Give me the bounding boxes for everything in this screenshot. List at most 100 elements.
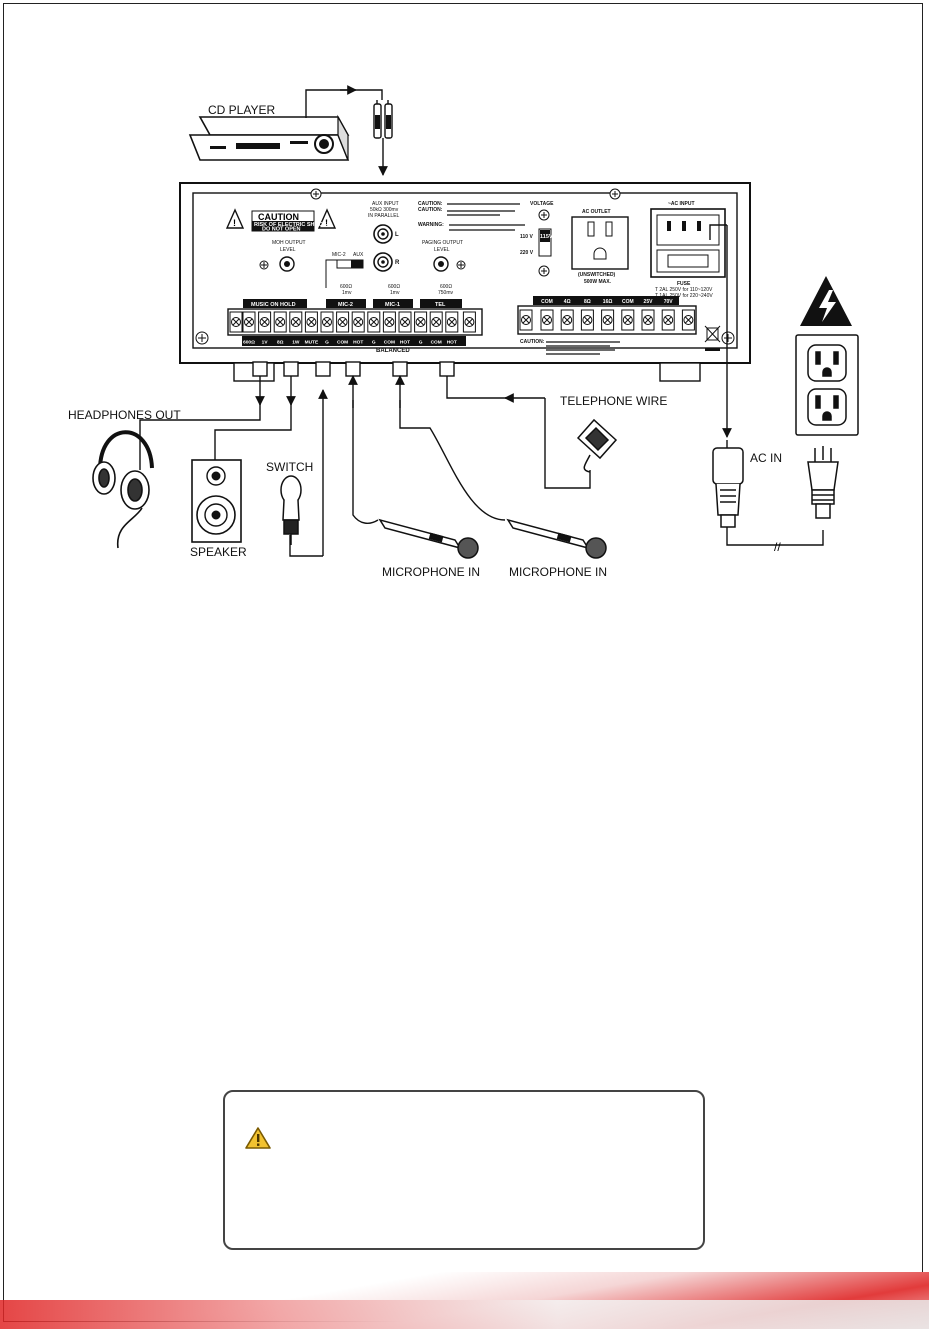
left-terminal-label: HOT <box>353 340 363 346</box>
cd-player-label: CD PLAYER <box>208 103 275 117</box>
microphone-in-label-2: MICROPHONE IN <box>509 565 607 579</box>
screw-icon <box>195 331 209 345</box>
terminal-group-labels: MUSIC ON HOLD MIC-2 MIC-1 TEL <box>243 299 462 308</box>
screw-terminal[interactable] <box>681 309 695 331</box>
ac-input-socket[interactable] <box>650 208 726 278</box>
speaker-terminal-label: 8Ω <box>584 299 591 305</box>
speaker-terminal-label: COM <box>622 299 634 305</box>
left-terminal-label: MUTE <box>305 340 319 346</box>
headphones-icon <box>92 430 154 549</box>
screw-icon <box>609 188 621 200</box>
mic2-aux-selector-switch[interactable] <box>336 259 364 269</box>
group-mic2-label: MIC-2 <box>338 302 353 308</box>
screw-icon <box>721 331 735 345</box>
screw-terminal[interactable] <box>445 311 459 333</box>
microphone-in-label-1: MICROPHONE IN <box>382 565 480 579</box>
switch-mic2-label: MIC-2 <box>332 252 346 258</box>
screw-terminal[interactable] <box>367 311 381 333</box>
voltage-220-label: 220 V <box>520 250 534 256</box>
ac-input-label: ~AC INPUT <box>668 201 695 207</box>
ac-outlet-socket[interactable] <box>571 216 629 270</box>
aux-input-r-jack[interactable] <box>373 252 393 272</box>
left-terminal-label: G <box>325 340 329 346</box>
screw-terminal[interactable] <box>273 311 287 333</box>
screw-terminal[interactable] <box>351 311 365 333</box>
left-terminal-label: HOT <box>400 340 410 346</box>
screw-terminal[interactable] <box>661 309 675 331</box>
telephone-wire-label: TELEPHONE WIRE <box>560 394 667 408</box>
tel-spec-a: 600Ω <box>440 284 452 290</box>
microphone-icon <box>506 518 607 559</box>
paging-level-knob[interactable] <box>433 256 449 272</box>
speaker-terminal-label: 4Ω <box>564 299 571 305</box>
electric-shock-warning-icon <box>800 276 852 326</box>
speaker-terminal-label: 25V <box>644 299 654 305</box>
moh-level-label: LEVEL <box>280 247 296 253</box>
aux-r-label: R <box>395 260 400 266</box>
screw-terminal[interactable] <box>641 309 655 331</box>
paging-output-label: PAGING OUTPUT <box>422 240 463 246</box>
ac-outlet-label: AC OUTLET <box>582 209 611 215</box>
screw-terminal[interactable] <box>289 311 303 333</box>
screw-terminal[interactable] <box>258 311 272 333</box>
left-terminal-label: 600Ω <box>243 340 255 346</box>
left-terminal-label: COM <box>431 340 442 346</box>
notice-box <box>223 1090 705 1250</box>
screw-terminal[interactable] <box>601 309 615 331</box>
screw-icon <box>538 209 550 221</box>
group-tel-label: TEL <box>435 302 446 308</box>
group-mic1-label: MIC-1 <box>385 302 400 308</box>
screw-terminal[interactable] <box>540 309 554 331</box>
screw-terminal[interactable] <box>414 311 428 333</box>
fuse-line2: T 1AL 250V for 220~240V <box>655 293 713 299</box>
speaker-terminal-label: 70V <box>664 299 674 305</box>
screw-terminal[interactable] <box>560 309 574 331</box>
screw-terminal[interactable] <box>462 311 476 333</box>
screw-terminal[interactable] <box>580 309 594 331</box>
screw-icon <box>259 260 269 270</box>
caution-line2: DO NOT OPEN <box>262 227 301 233</box>
screw-terminal[interactable] <box>229 311 243 333</box>
wall-outlet-icon <box>795 334 859 436</box>
screw-terminal[interactable] <box>382 311 396 333</box>
right-terminal-strip <box>517 305 697 335</box>
screw-terminal[interactable] <box>242 311 256 333</box>
group-moh-label: MUSIC ON HOLD <box>251 302 296 308</box>
voltage-selector-switch[interactable] <box>538 228 552 257</box>
speaker-terminal-label: COM <box>541 299 553 305</box>
panel-warning-label: WARNING: <box>418 222 444 228</box>
unswitched-label: (UNSWITCHED) <box>578 272 616 278</box>
mic1-spec-a: 600Ω <box>388 284 400 290</box>
screw-terminal[interactable] <box>621 309 635 331</box>
panel-caution-label: CAUTION: <box>418 201 443 207</box>
mic2-spec-b: 1mv <box>342 290 352 296</box>
screw-terminal[interactable] <box>336 311 350 333</box>
caution-title: CAUTION <box>258 212 299 222</box>
aux-input-line3: IN PARALLEL <box>368 213 400 219</box>
left-terminal-label: G <box>419 340 423 346</box>
screw-terminal[interactable] <box>429 311 443 333</box>
tel-spec-b: 750mv <box>438 290 454 296</box>
left-terminal-label: 1V <box>262 340 269 346</box>
voltage-110-label: 110 V <box>520 234 533 240</box>
switch-aux-label: AUX <box>353 252 364 258</box>
moh-level-knob[interactable] <box>279 256 295 272</box>
svg-text://: // <box>774 540 781 554</box>
screw-terminal[interactable] <box>398 311 412 333</box>
iec-plug-icon <box>712 447 744 528</box>
paging-level-label: LEVEL <box>434 247 450 253</box>
wiring-diagram: CD PLAYER ! ! CAUTION RISK OF ELECTRIC S… <box>68 85 859 579</box>
left-terminal-label: COM <box>337 340 348 346</box>
screw-terminal[interactable] <box>304 311 318 333</box>
screw-icon <box>310 188 322 200</box>
screw-terminal[interactable] <box>519 309 533 331</box>
microphone-icon <box>378 518 479 559</box>
aux-input-l-jack[interactable] <box>373 224 393 244</box>
caution-sticker: ! ! CAUTION RISK OF ELECTRIC SHOCK DO NO… <box>225 208 337 233</box>
aux-input-label: AUX INPUT <box>372 201 399 207</box>
screw-terminal[interactable] <box>320 311 334 333</box>
telephone-plug-icon <box>576 418 618 473</box>
panel-caution-label-2: CAUTION: <box>418 207 443 213</box>
